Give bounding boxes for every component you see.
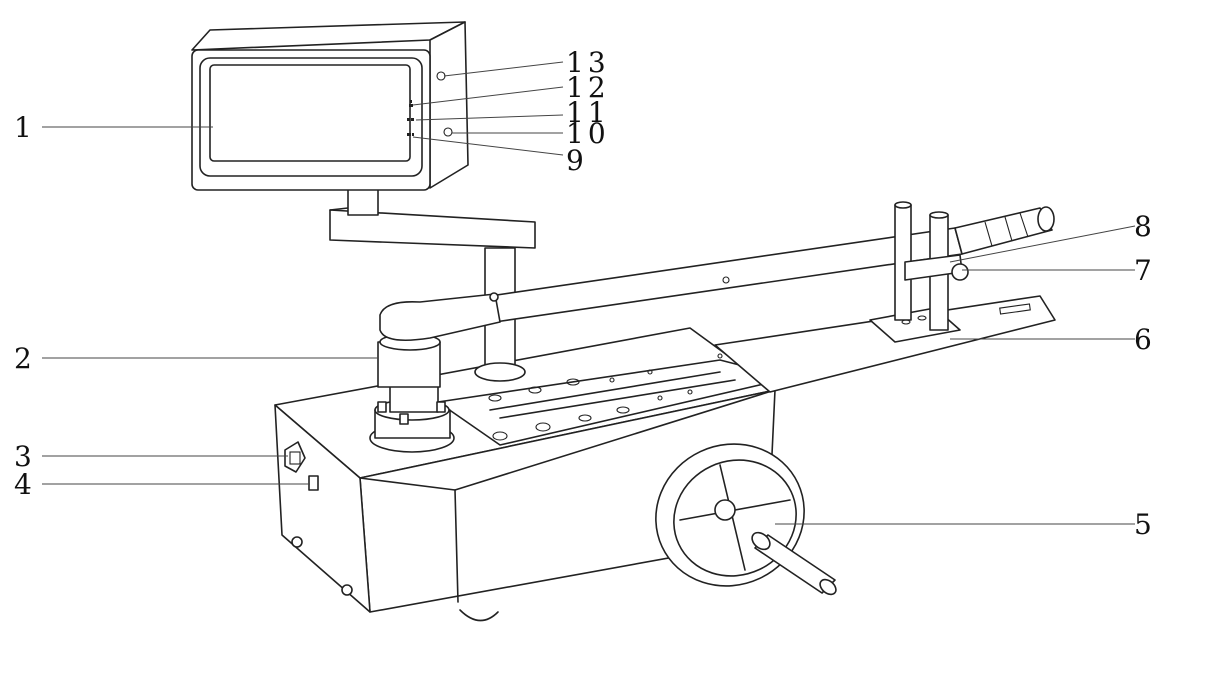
callout-1: 1 bbox=[14, 111, 32, 144]
callout-7: 7 bbox=[1134, 254, 1152, 287]
callout-9: 9 bbox=[566, 144, 584, 177]
power-port bbox=[284, 441, 306, 473]
callout-labels: 1 2 3 4 5 6 7 8 9 10 11 12 13 bbox=[14, 46, 1152, 541]
callout-4: 4 bbox=[14, 468, 32, 501]
display-screen bbox=[209, 64, 411, 162]
callout-13: 13 bbox=[566, 46, 610, 79]
callout-8: 8 bbox=[1134, 210, 1152, 243]
wrench-arm bbox=[379, 206, 1055, 341]
callout-3: 3 bbox=[14, 440, 32, 473]
switch bbox=[308, 475, 319, 491]
side-knob-icon bbox=[341, 584, 353, 596]
callout-5: 5 bbox=[1134, 508, 1152, 541]
callout-6: 6 bbox=[1134, 323, 1152, 356]
callout-12: 12 bbox=[566, 71, 610, 104]
side-knob-icon bbox=[291, 536, 303, 548]
clamp-assembly bbox=[869, 201, 969, 343]
leader-lines bbox=[42, 61, 1136, 525]
callout-11: 11 bbox=[566, 96, 610, 129]
indicator-10-icon bbox=[443, 127, 453, 137]
callout-10: 10 bbox=[566, 117, 610, 150]
drive-head bbox=[369, 333, 455, 453]
display-unit bbox=[191, 21, 469, 191]
hub-nut-icon bbox=[714, 499, 736, 521]
callout-2: 2 bbox=[14, 342, 32, 375]
sliding-rail bbox=[714, 295, 1056, 393]
handwheel bbox=[655, 443, 837, 596]
